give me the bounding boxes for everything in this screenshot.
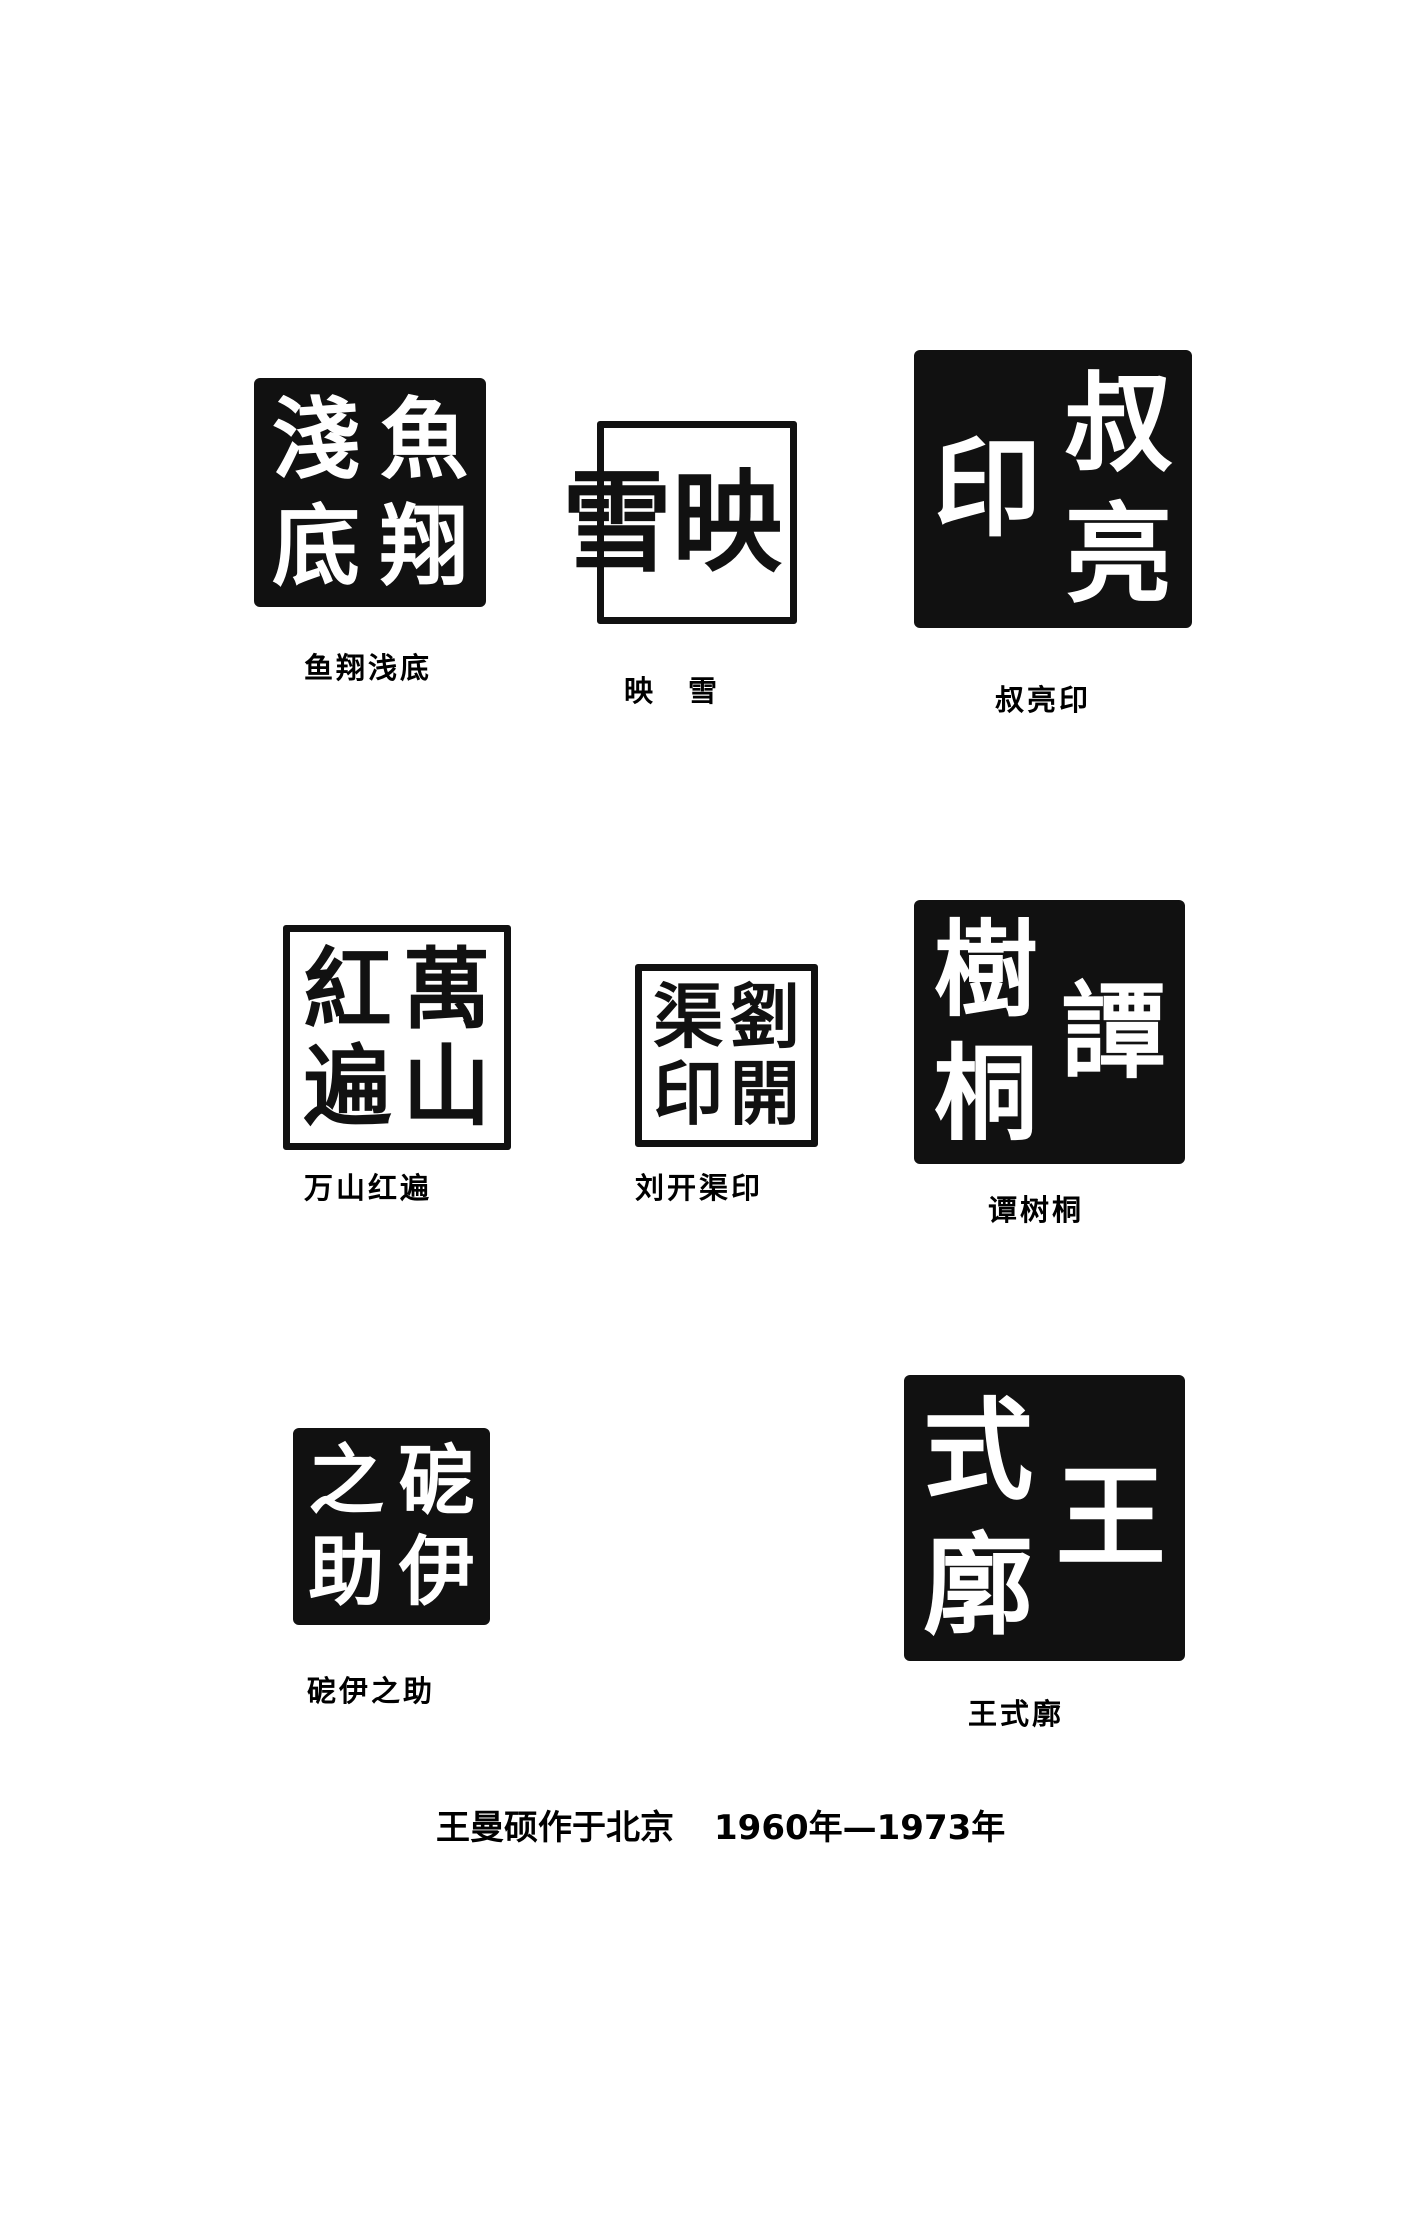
seal-char: 開 bbox=[729, 1051, 800, 1135]
seal-char: 底 bbox=[272, 493, 361, 598]
seal-char: 廓 bbox=[923, 1520, 1034, 1650]
seal-char: 魚 bbox=[380, 387, 469, 492]
footer-text: 王曼硕作于北京 bbox=[436, 1808, 674, 1848]
seal-char: 山 bbox=[402, 1034, 491, 1139]
seal-char: 樹 bbox=[933, 908, 1038, 1031]
seal-char: 叔 bbox=[1064, 360, 1173, 487]
seal-char: 翔 bbox=[380, 493, 469, 598]
seal-liu-kai-qu-yin: 劉 開 渠 印 bbox=[635, 964, 818, 1147]
seal-char: 亮 bbox=[1064, 491, 1173, 618]
seal-yu-xiang-qian-di: 魚 翔 淺 底 bbox=[254, 378, 486, 607]
seal-char: 渠 bbox=[653, 975, 724, 1059]
seal-char: 伊 bbox=[398, 1526, 475, 1616]
seal-yu-yi-zhi-zhu: 砨 伊 之 助 bbox=[293, 1428, 490, 1625]
seal-caption: 鱼翔浅底 bbox=[304, 651, 433, 685]
seal-char: 桐 bbox=[933, 1032, 1038, 1155]
seal-char: 印 bbox=[653, 1051, 724, 1135]
seal-tan-shu-tong: 譚 樹 桐 bbox=[914, 900, 1185, 1164]
seal-char: 印 bbox=[933, 426, 1042, 552]
seal-wan-shan-hong-bian: 萬 山 紅 遍 bbox=[283, 925, 511, 1150]
seal-char: 淺 bbox=[272, 387, 361, 492]
seal-caption: 万山红遍 bbox=[304, 1171, 433, 1205]
seal-caption: 叔亮印 bbox=[995, 683, 1092, 717]
seal-char: 砨 bbox=[398, 1436, 475, 1526]
footer-years: 1960年—1973年 bbox=[714, 1808, 1006, 1848]
seal-char: 王 bbox=[1055, 1453, 1166, 1582]
seal-caption: 砨伊之助 bbox=[307, 1674, 436, 1708]
seal-ying-xue: 映 雪 bbox=[562, 421, 797, 624]
footer-credit: 王曼硕作于北京 1960年—1973年 bbox=[436, 1800, 1005, 1849]
seal-char: 遍 bbox=[303, 1034, 392, 1139]
seal-char: 映 bbox=[672, 457, 782, 587]
seal-char: 萬 bbox=[402, 936, 491, 1041]
seal-char: 式 bbox=[923, 1385, 1034, 1515]
seal-wang-shi-kuo: 王 式 廓 bbox=[904, 1375, 1185, 1661]
seal-caption: 谭树桐 bbox=[988, 1193, 1085, 1227]
seal-char: 之 bbox=[308, 1436, 385, 1526]
seal-caption: 刘开渠印 bbox=[635, 1171, 764, 1205]
seal-char: 雪 bbox=[562, 457, 672, 587]
seal-char: 劉 bbox=[729, 975, 800, 1059]
seal-caption: 映 雪 bbox=[624, 674, 721, 708]
seal-shu-liang-yin: 叔 亮 印 bbox=[914, 350, 1192, 628]
seal-char: 紅 bbox=[303, 936, 392, 1041]
seal-caption: 王式廓 bbox=[968, 1697, 1065, 1731]
seal-char: 助 bbox=[308, 1526, 385, 1616]
seal-char: 譚 bbox=[1061, 970, 1166, 1093]
